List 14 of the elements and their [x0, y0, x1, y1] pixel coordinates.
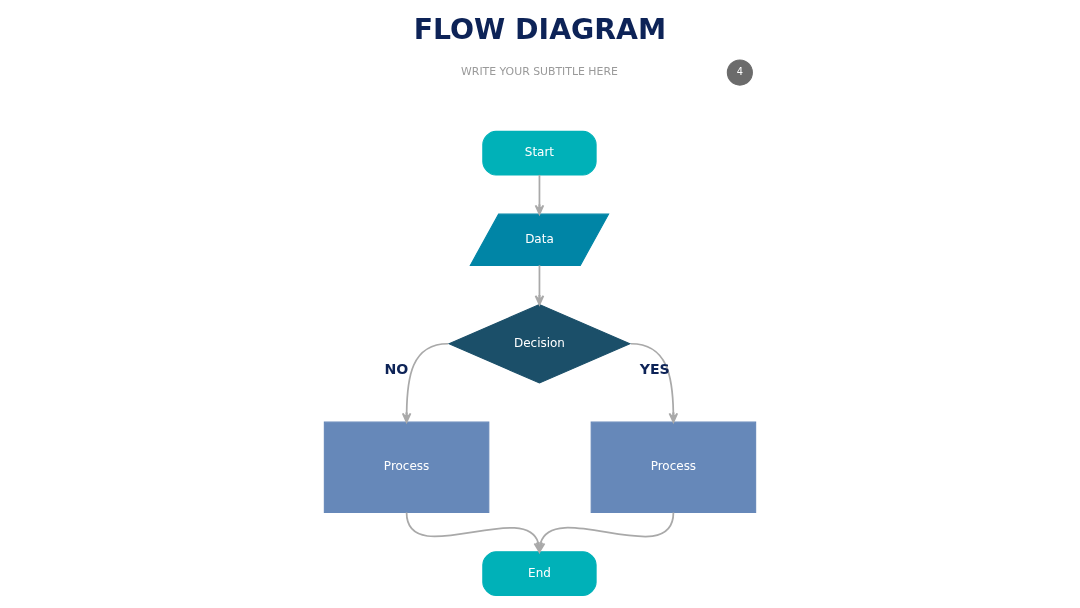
edge-label: YES — [639, 360, 670, 377]
label: WRITE YOUR SUBTITLE HERE — [461, 65, 618, 79]
node-box: End — [482, 551, 597, 596]
arrow — [534, 264, 545, 306]
arrow — [630, 342, 679, 424]
node-diamond: Decision — [447, 303, 632, 384]
diagram-title: FLOW DIAGRAM — [413, 12, 667, 46]
node-box: Process — [590, 421, 757, 514]
arrow — [401, 342, 449, 424]
arrow — [534, 174, 545, 215]
edge-label: NO — [384, 361, 409, 377]
node-circle: 4 — [726, 59, 753, 86]
node-box: Start — [482, 130, 597, 176]
node-box: Process — [323, 421, 490, 514]
